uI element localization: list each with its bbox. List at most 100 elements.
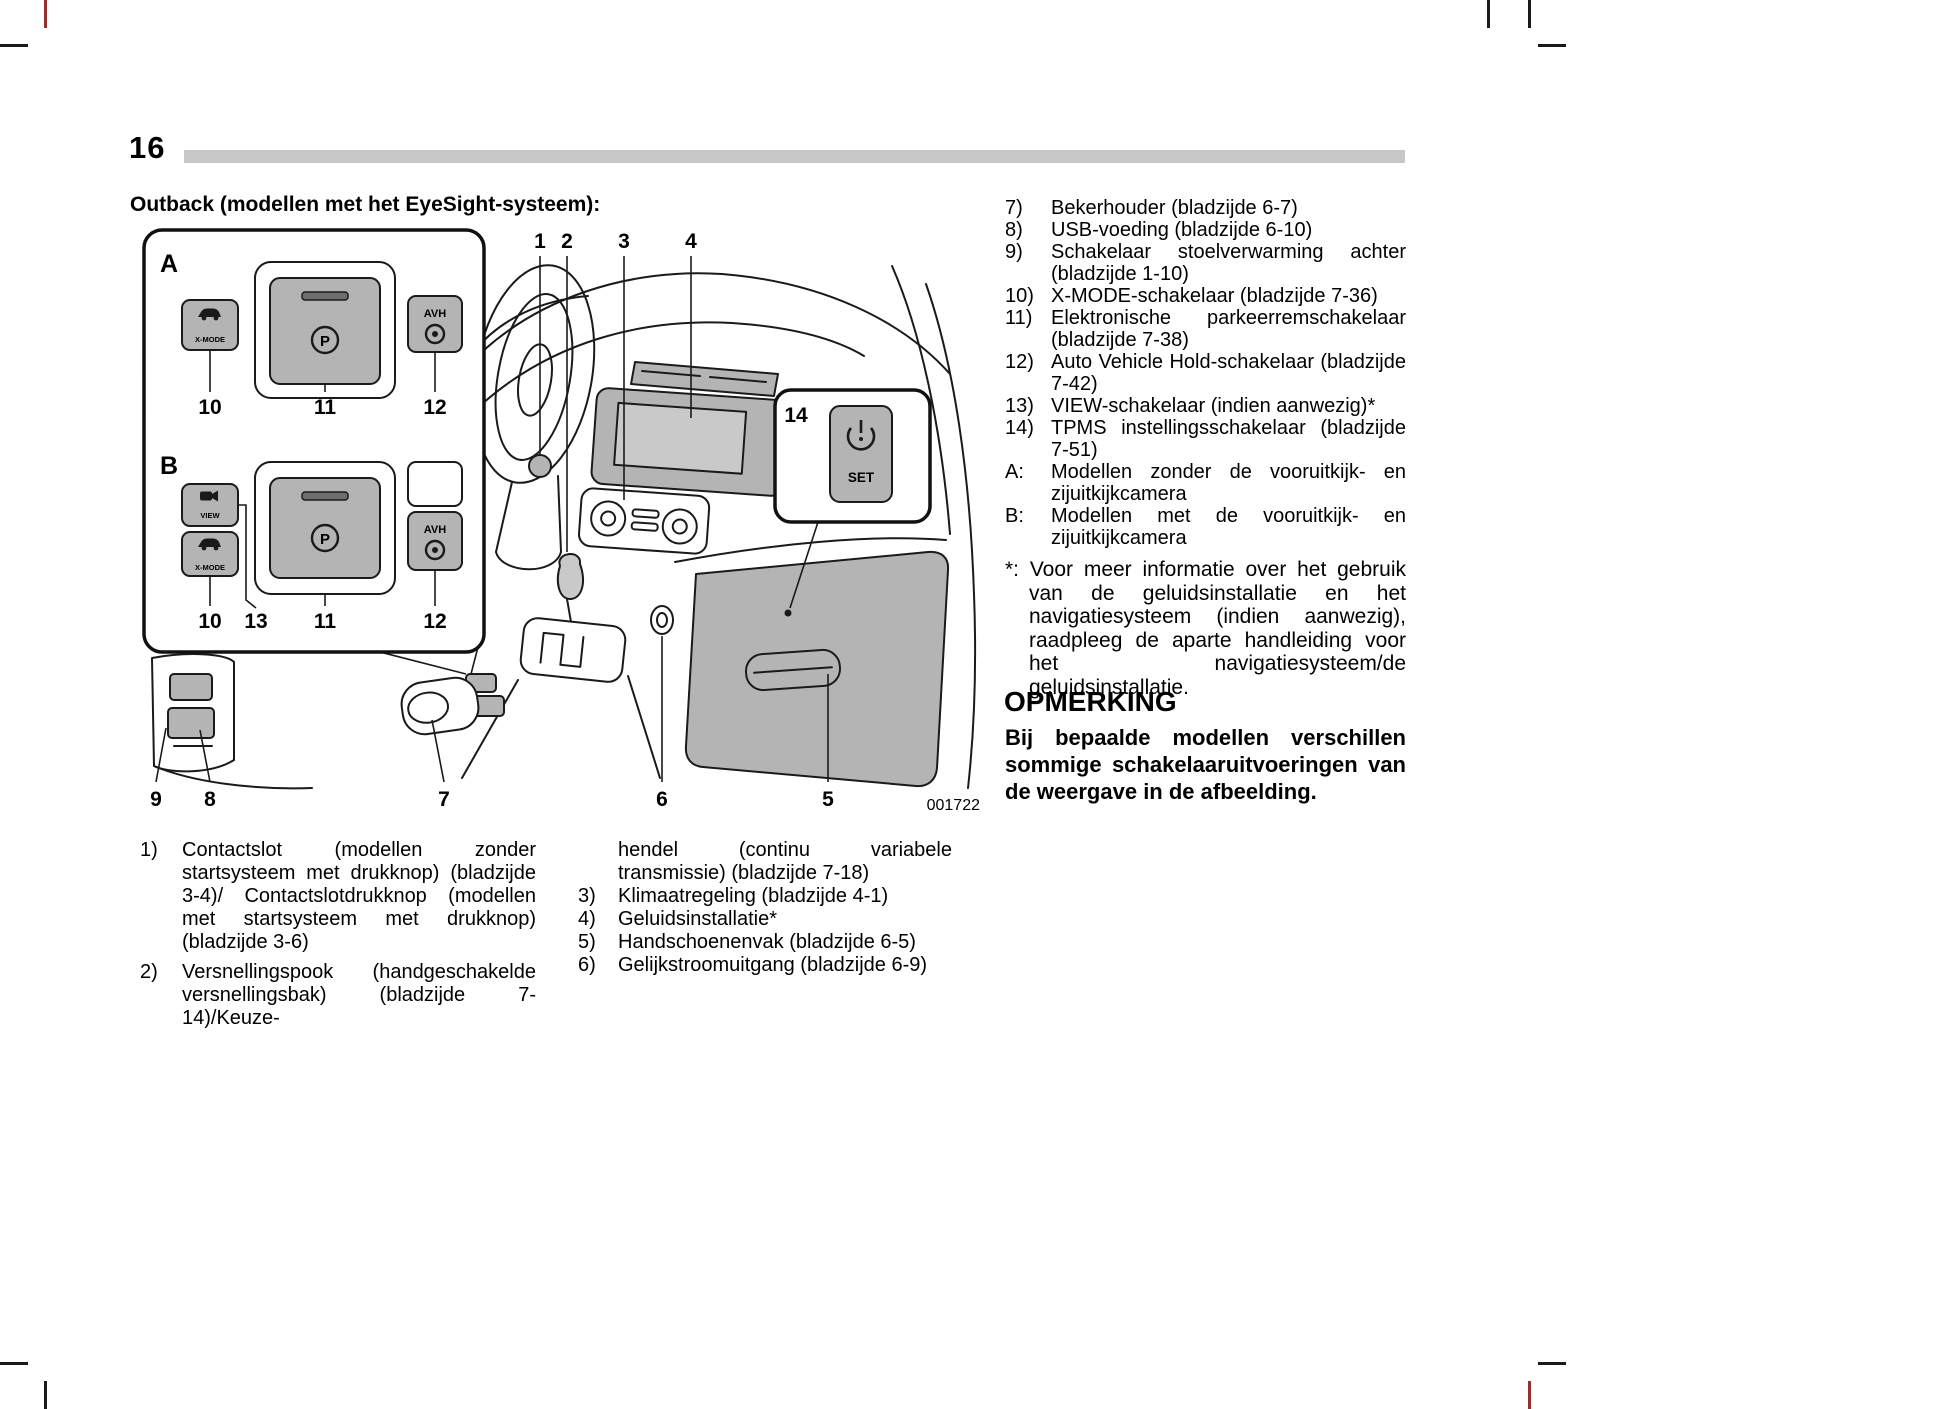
legend-item-number: 12): [1005, 351, 1034, 373]
legend-column-1: 1) Contactslot (modellen zonder startsys…: [140, 839, 536, 1037]
legend-item-number: 4): [578, 908, 596, 930]
legend-item-A: A: Modellen zonder de vooruitkijk- en zi…: [1005, 461, 1406, 505]
avh-button-label: AVH: [424, 308, 446, 320]
legend-item-text: VIEW-schakelaar (indien aanwezig)*: [1051, 395, 1376, 417]
gear-shifter: [461, 553, 661, 779]
crop-mark: [44, 0, 47, 28]
legend-item-1: 1) Contactslot (modellen zonder startsys…: [140, 839, 536, 954]
crop-mark: [1538, 44, 1566, 47]
legend-item-text: Elektronische parkeerremschakelaar (blad…: [1051, 307, 1406, 351]
parking-brake-letter: P: [320, 333, 330, 350]
legend-item-9: 9) Schakelaar stoelverwarming achter (bl…: [1005, 241, 1406, 285]
legend-item-number: 5): [578, 931, 596, 953]
seat-heater-switch-panel: [151, 653, 313, 790]
tpms-set-label: SET: [848, 470, 875, 485]
legend-item-text: TPMS instellingsschakelaar (bladzijde 7-…: [1051, 417, 1406, 461]
crop-mark: [44, 1381, 47, 1409]
parking-brake-icon: [310, 523, 340, 553]
legend-item-text: USB-voeding (bladzijde 6-10): [1051, 219, 1313, 241]
legend-item-10: 10) X-MODE-schakelaar (bladzijde 7-36): [1005, 285, 1406, 307]
legend-item-number: 7): [1005, 197, 1023, 219]
legend-item-number: 14): [1005, 417, 1034, 439]
legend-column-2: hendel (continu variabele transmissie) (…: [578, 839, 952, 977]
parking-brake-switch: [269, 477, 381, 579]
legend-item-text: Gelijkstroomuitgang (bladzijde 6-9): [618, 954, 928, 976]
legend-item-number: B:: [1005, 505, 1024, 527]
switch-slot: [301, 291, 349, 301]
legend-item-13: 13) VIEW-schakelaar (indien aanwezig)*: [1005, 395, 1406, 417]
note-heading: OPMERKING: [1004, 686, 1177, 717]
footnote-marker: *:: [1005, 558, 1020, 581]
crop-mark: [1538, 1362, 1566, 1365]
crop-mark: [1528, 0, 1531, 28]
legend-item-text: Versnellingspook (handgeschakelde versne…: [182, 961, 536, 1029]
legend-item-text: Klimaatregeling (bladzijde 4-1): [618, 885, 889, 907]
callout-5: 5: [822, 788, 834, 811]
figure-title: Outback (modellen met het EyeSight-syste…: [130, 193, 601, 216]
callout-7: 7: [438, 788, 450, 811]
switch-inset-panel: A X-MODE P AVH 10 11 12 B: [142, 228, 486, 675]
avh-icon: [424, 323, 446, 345]
note-body: Bij bepaalde modellen verschillen sommig…: [1005, 725, 1406, 804]
tpms-set-button: [829, 405, 893, 503]
legend-item-14: 14) TPMS instellingsschakelaar (bladzijd…: [1005, 417, 1406, 461]
power-outlet: [650, 605, 674, 635]
callout-11: 11: [314, 396, 337, 419]
legend-item-6: 6) Gelijkstroomuitgang (bladzijde 6-9): [578, 954, 952, 977]
climate-controls: [578, 487, 711, 555]
dashboard-diagram: A X-MODE P AVH 10 11 12 B: [142, 228, 980, 814]
legend-item-number: 9): [1005, 241, 1023, 263]
callout-numbers: 1 2 3 4 9 8 7 6 5 001722: [150, 230, 980, 814]
callout-2: 2: [561, 230, 573, 253]
section-a-label: A: [160, 250, 178, 278]
footnote: *: Voor meer informatie over het gebruik…: [1005, 558, 1406, 699]
callout-8: 8: [204, 788, 216, 811]
legend-item-3: 3) Klimaatregeling (bladzijde 4-1): [578, 885, 952, 908]
callout-9: 9: [150, 788, 162, 811]
callout-12: 12: [423, 610, 446, 633]
switch-slot: [301, 491, 349, 501]
legend-item-text: X-MODE-schakelaar (bladzijde 7-36): [1051, 285, 1378, 307]
callout-6: 6: [656, 788, 668, 811]
legend-item-7: 7) Bekerhouder (bladzijde 6-7): [1005, 197, 1406, 219]
callout-14: 14: [784, 404, 808, 427]
crop-mark: [1487, 0, 1490, 28]
legend-item-2-continued: hendel (continu variabele transmissie) (…: [578, 839, 952, 885]
legend-item-text: Contactslot (modellen zonder startsystee…: [182, 839, 536, 953]
header-rule: [184, 150, 1405, 163]
avh-icon-dot: [432, 331, 438, 337]
figure-code: 001722: [927, 797, 980, 814]
legend-item-5: 5) Handschoenenvak (bladzijde 6-5): [578, 931, 952, 954]
legend-item-text: Bekerhouder (bladzijde 6-7): [1051, 197, 1298, 219]
dashboard-figure: A X-MODE P AVH 10 11 12 B: [130, 222, 986, 822]
legend-item-12: 12) Auto Vehicle Hold-schakelaar (bladzi…: [1005, 351, 1406, 395]
legend-item-number: 3): [578, 885, 596, 907]
section-b-label: B: [160, 452, 178, 480]
callout-leader-lines: [155, 256, 829, 783]
legend-item-11: 11) Elektronische parkeerremschakelaar (…: [1005, 307, 1406, 351]
crop-mark: [1528, 1381, 1531, 1409]
blank-switch: [407, 461, 463, 507]
crop-mark: [0, 1362, 28, 1365]
legend-item-number: 8): [1005, 219, 1023, 241]
legend-item-2: 2) Versnellingspook (handgeschakelde ver…: [140, 961, 536, 1030]
callout-13: 13: [244, 610, 267, 633]
view-camera-icon: [200, 490, 218, 502]
legend-item-B: B: Modellen met de vooruitkijk- en zijui…: [1005, 505, 1406, 549]
legend-item-number: 11): [1005, 307, 1033, 329]
callout-4: 4: [685, 230, 697, 253]
legend-item-number: 10): [1005, 285, 1034, 307]
parking-brake-icon: [310, 325, 340, 355]
callout-11: 11: [314, 610, 337, 633]
legend-item-number: A:: [1005, 461, 1024, 483]
view-button: [181, 483, 239, 527]
callout-12: 12: [423, 396, 446, 419]
legend-column-right: 7) Bekerhouder (bladzijde 6-7) 8) USB-vo…: [1005, 197, 1406, 549]
legend-item-text: Modellen zonder de vooruitkijk- en zijui…: [1051, 461, 1406, 505]
view-button-label: VIEW: [200, 511, 220, 520]
xmode-button-label: X-MODE: [195, 563, 225, 572]
tpms-callout-box: 14 SET: [773, 388, 932, 617]
crop-mark: [0, 44, 28, 47]
legend-item-8: 8) USB-voeding (bladzijde 6-10): [1005, 219, 1406, 241]
callout-10: 10: [198, 396, 221, 419]
